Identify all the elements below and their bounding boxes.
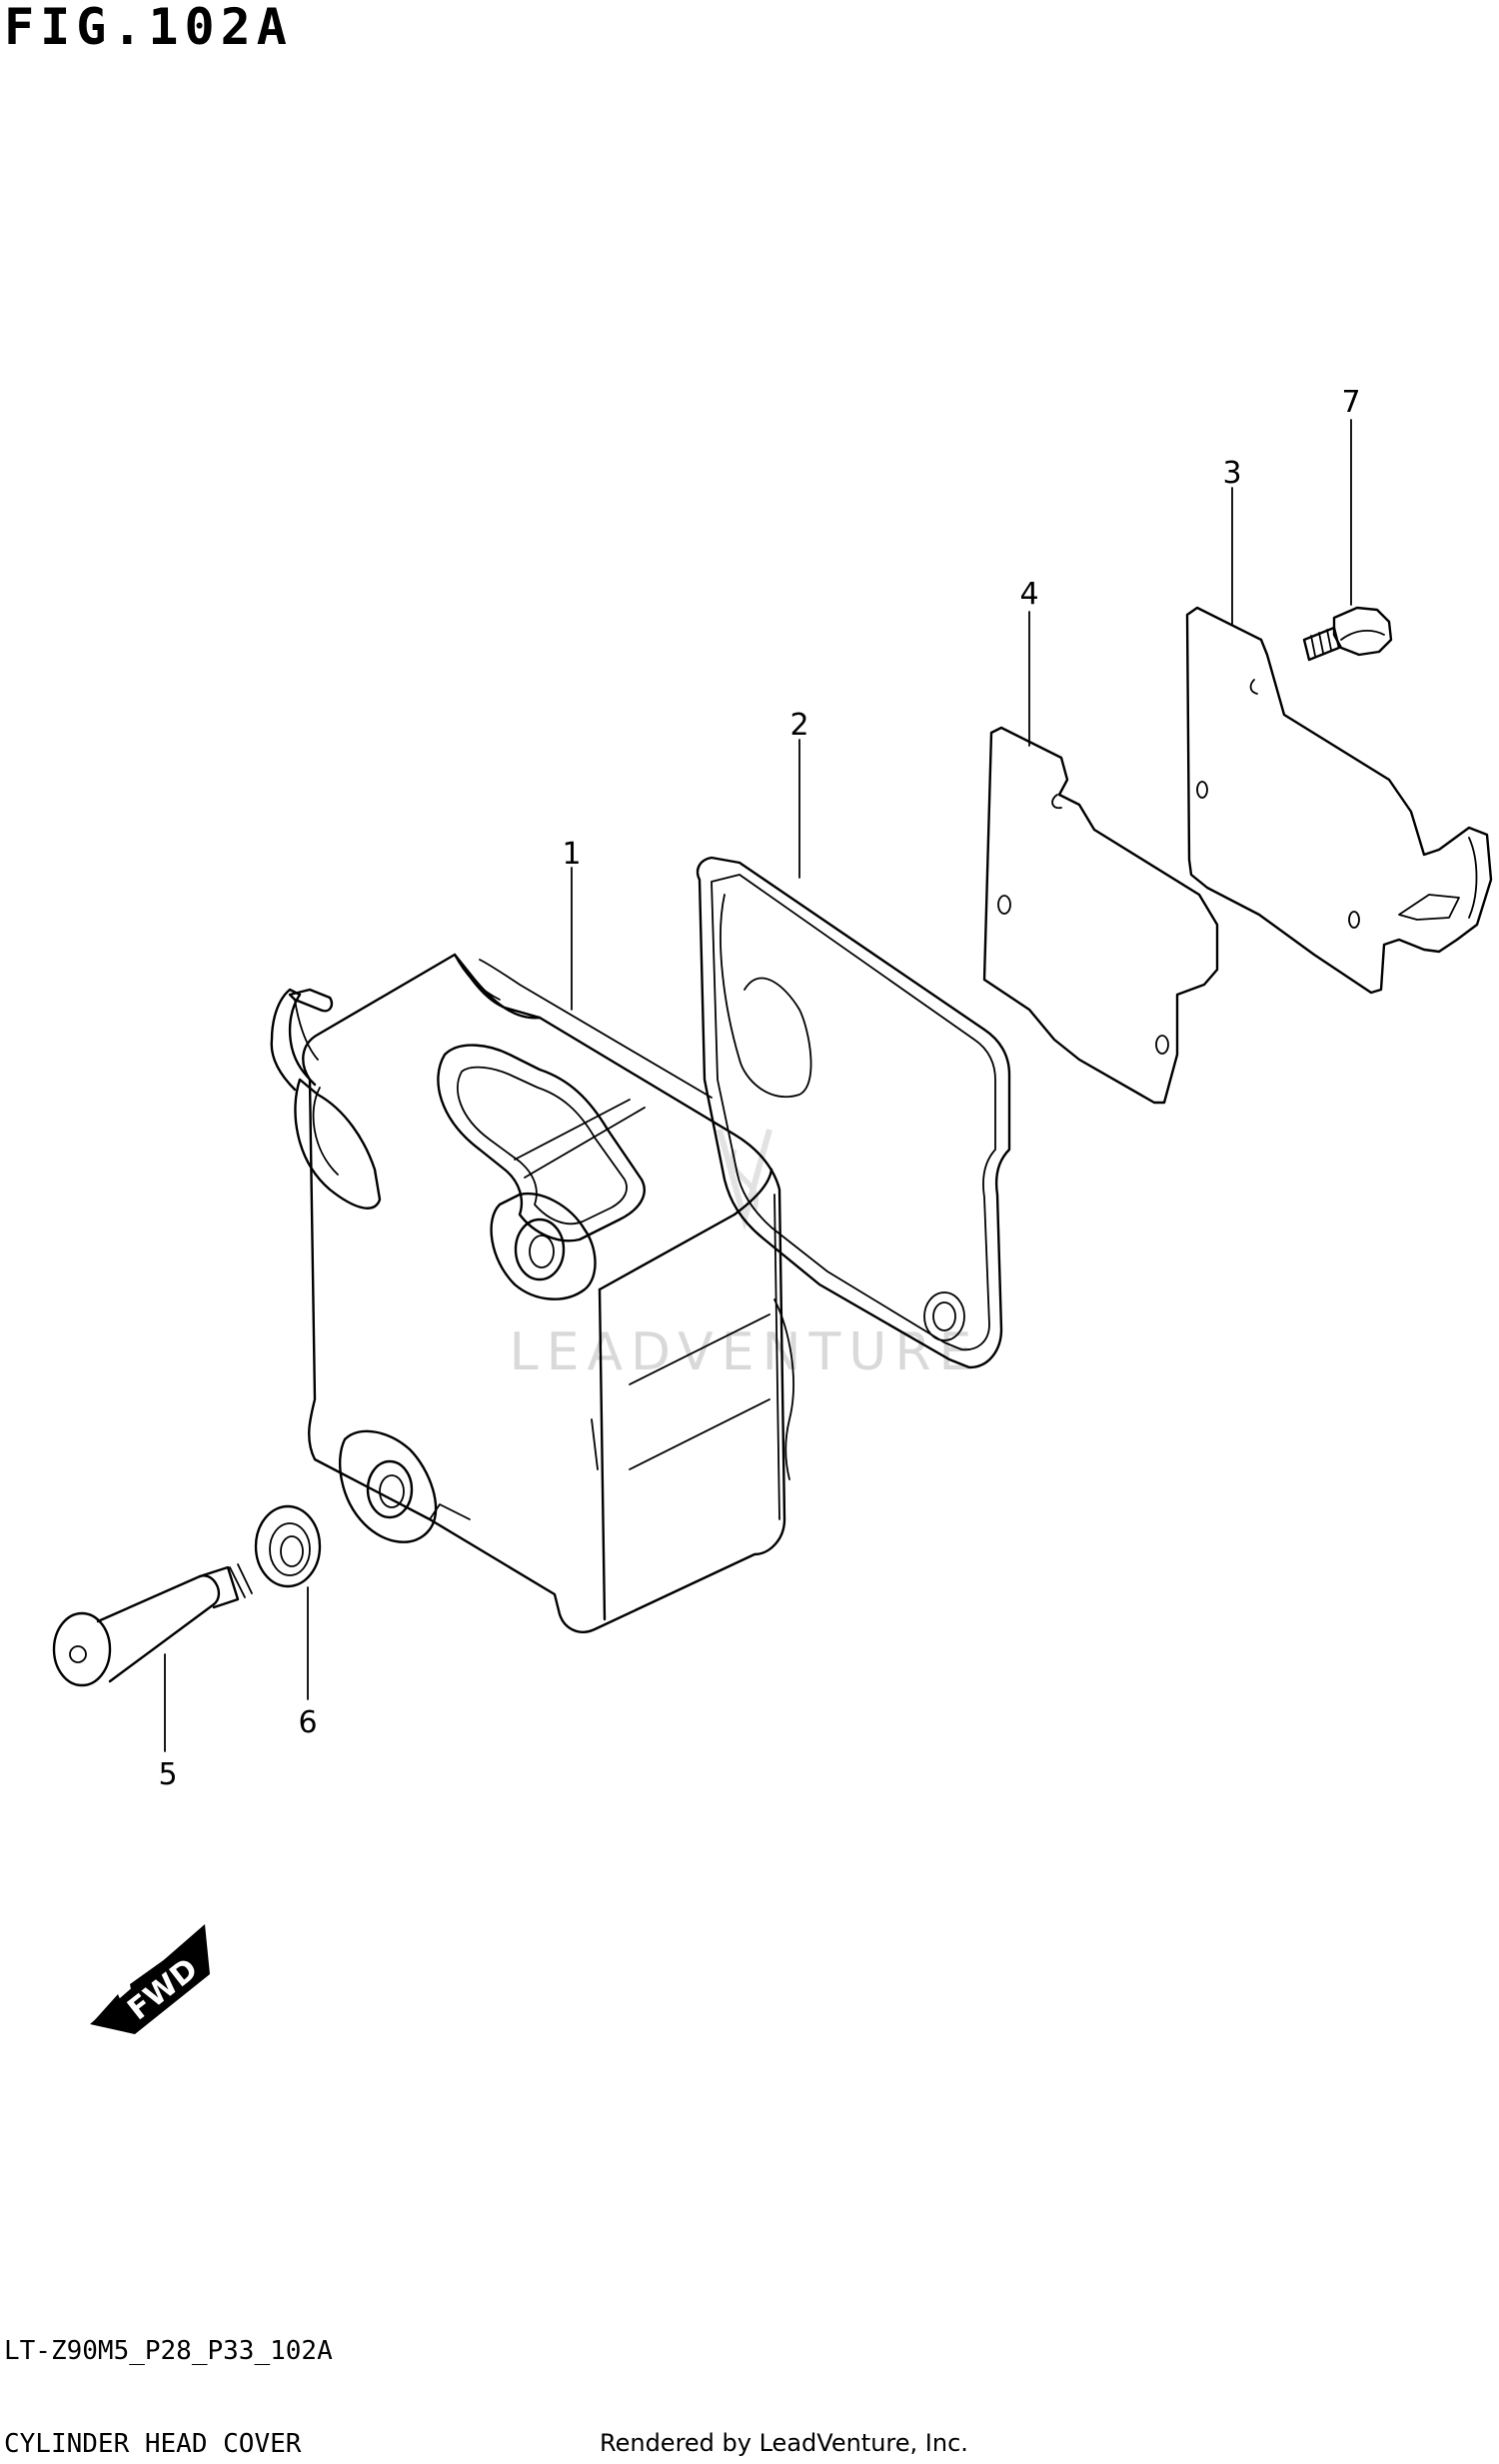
part-2-gasket (696, 856, 1011, 1369)
callout-leaders (164, 419, 1352, 1752)
callout-3: 3 (1222, 456, 1241, 491)
diagram-code: LT-Z90M5_P28_P33_102A (4, 2336, 333, 2366)
callout-6: 6 (298, 1705, 317, 1740)
leadventure-watermark: LEADVENTURE (510, 1129, 980, 1382)
part-6-washer (254, 1504, 322, 1588)
watermark-text: LEADVENTURE (510, 1322, 980, 1382)
callout-5: 5 (158, 1757, 177, 1792)
callout-4: 4 (1019, 577, 1038, 612)
fwd-direction-badge: FWD (90, 1924, 210, 2034)
section-name: CYLINDER HEAD COVER (4, 2429, 302, 2459)
callout-1: 1 (562, 837, 581, 872)
callout-numbers: 1 2 3 4 5 6 7 (158, 385, 1360, 1792)
part-3-plate (1185, 606, 1493, 995)
part-5-shoulder-bolt (52, 1563, 253, 1687)
part-1-cylinder-head-cover (270, 953, 794, 1633)
callout-7: 7 (1341, 385, 1360, 420)
part-4-plate (982, 726, 1219, 1105)
callout-2: 2 (789, 708, 808, 743)
figure-title: FIG.102A (4, 0, 293, 56)
rendered-by-credit: Rendered by LeadVenture, Inc. (600, 2429, 968, 2457)
part-7-bolt (1302, 606, 1393, 662)
